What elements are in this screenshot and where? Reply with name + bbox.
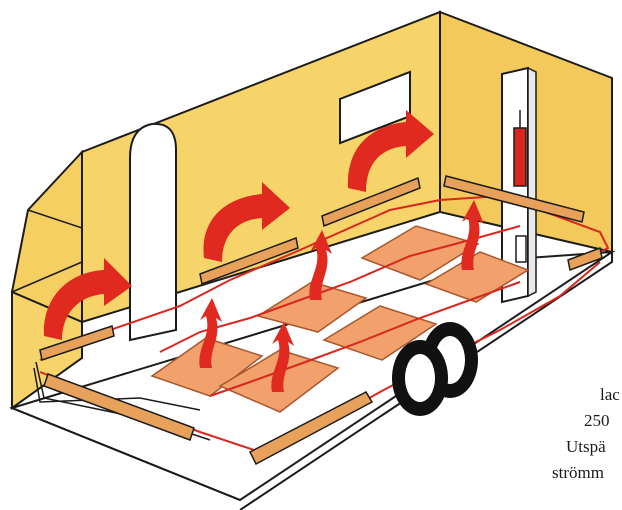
floor-edge-heater — [248, 391, 374, 466]
door — [129, 122, 177, 342]
wall-heater — [321, 176, 421, 228]
vertical-post — [501, 66, 537, 304]
wall-heaters — [39, 175, 603, 466]
wall-heater — [567, 246, 603, 272]
heat-arrow — [271, 322, 294, 392]
caption-line-4: strömm — [552, 463, 604, 482]
wall-heater — [39, 325, 115, 361]
wall-heater — [199, 236, 299, 286]
warm-air-arrows — [43, 110, 434, 340]
heat-arrow — [199, 298, 222, 368]
warm-air-arrow — [347, 110, 434, 192]
rising-heat-arrows — [199, 200, 484, 392]
wheel — [392, 322, 478, 416]
caption-line-3: Utspä — [566, 437, 606, 456]
warm-air-arrow — [203, 182, 290, 262]
caption-line-2: 250 — [584, 411, 610, 430]
heat-arrow — [461, 200, 484, 270]
floor-edge-heater — [43, 373, 195, 441]
floor-panel — [256, 281, 368, 333]
heat-arrow — [309, 230, 332, 300]
caption-line-1: lac — [600, 385, 620, 404]
wall-crease — [27, 152, 83, 230]
warm-air-arrow — [43, 258, 132, 340]
wall-heater — [443, 175, 585, 223]
thermostat-unit — [513, 127, 527, 187]
